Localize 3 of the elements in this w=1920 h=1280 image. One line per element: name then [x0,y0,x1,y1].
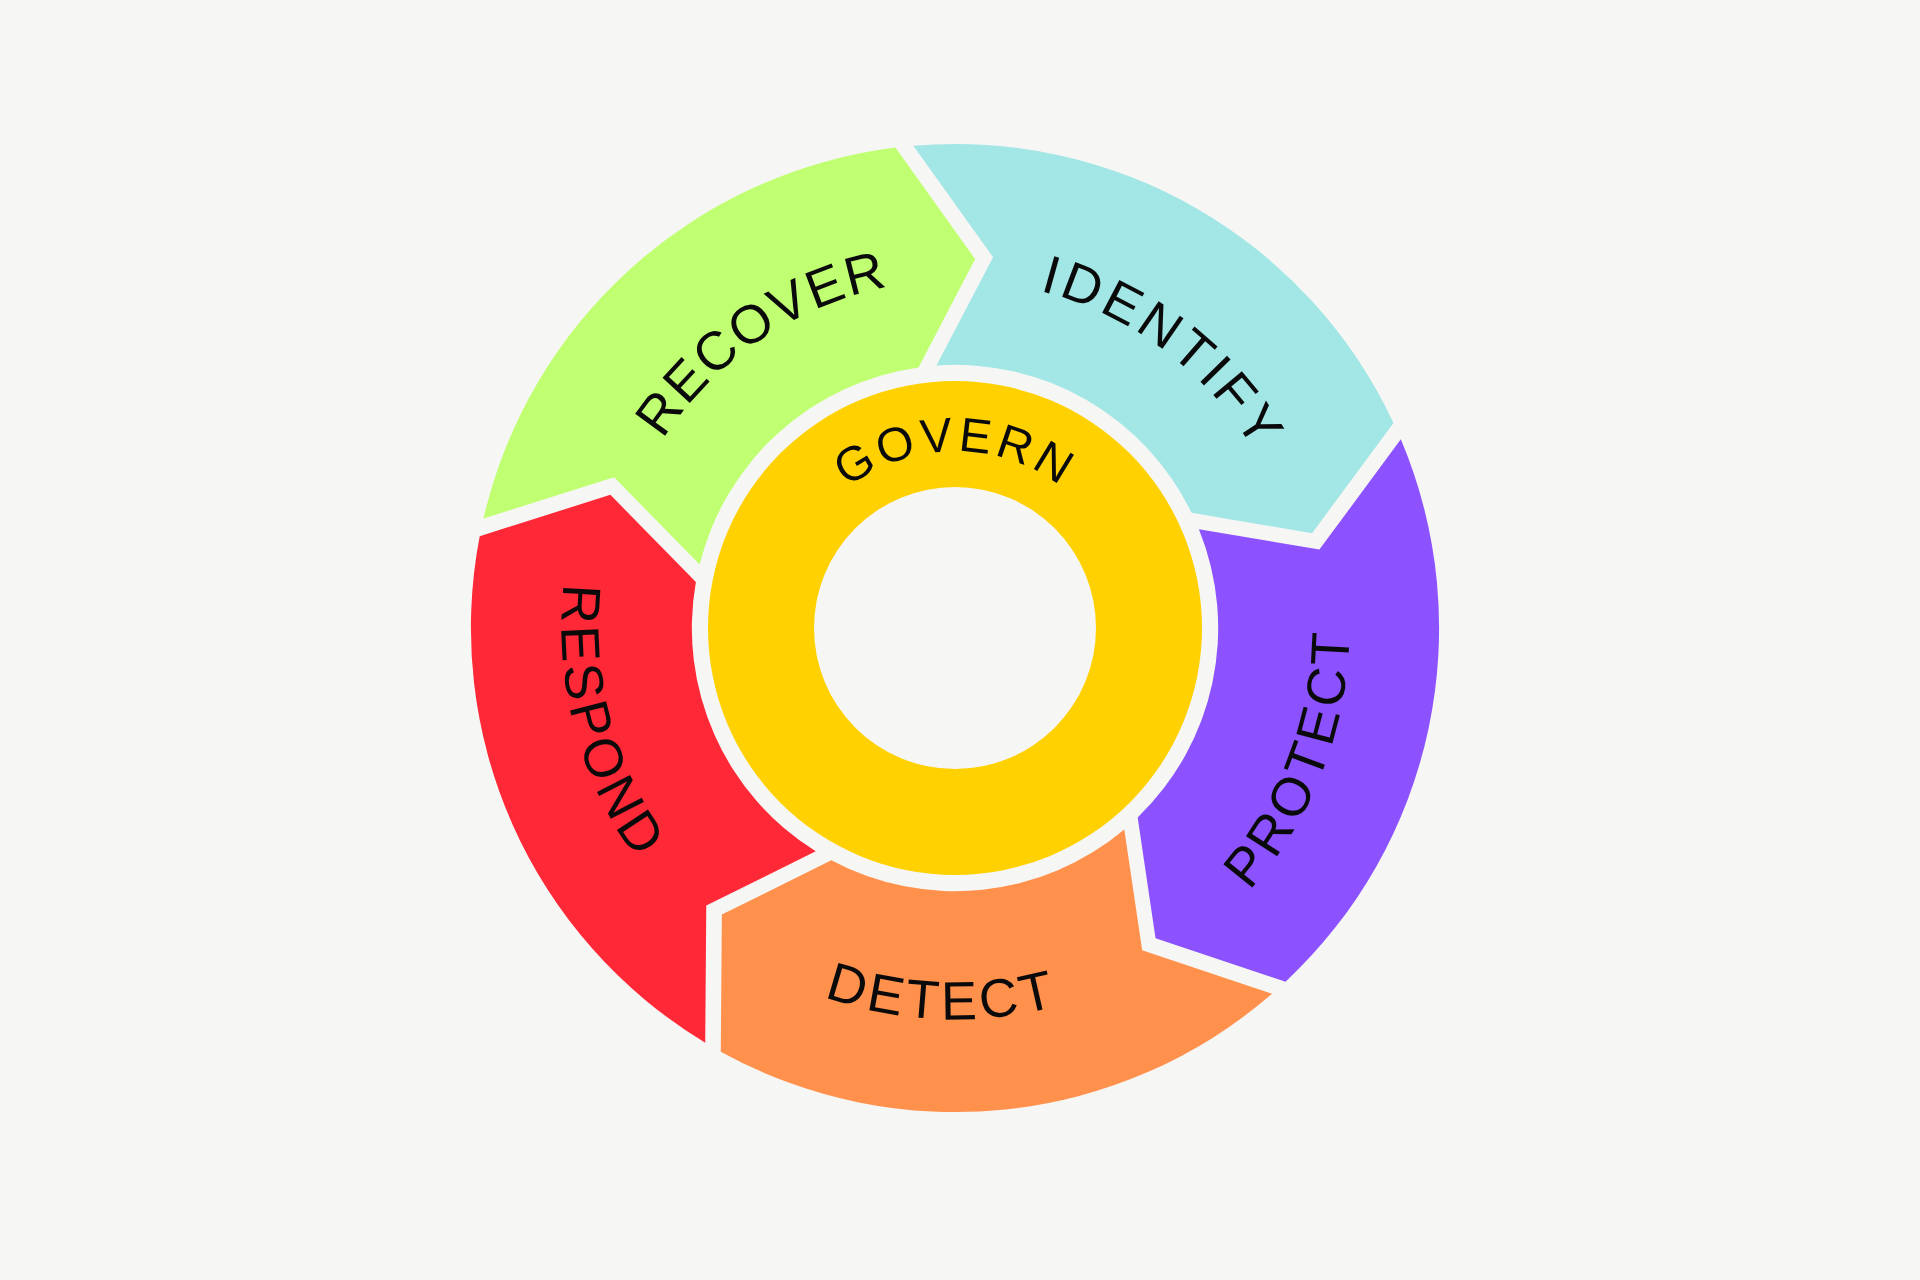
arrow-segment [471,494,816,1043]
segment-label: DETECT [820,950,1063,1031]
arrow-segment [1137,439,1439,982]
